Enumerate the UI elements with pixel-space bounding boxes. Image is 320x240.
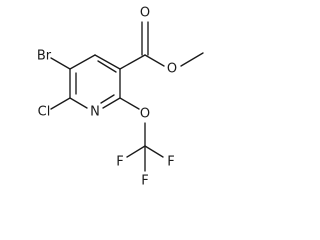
bond-ccarbonyl-oester (144, 54, 165, 67)
bond-c2-n (102, 97, 121, 109)
atom-f-left: F (116, 155, 123, 170)
atom-o-ester: O (167, 62, 177, 77)
bond-c4-c3 (94, 54, 121, 70)
atom-f-bottom: F (141, 174, 148, 189)
bond-c4-c3-inner (97, 60, 117, 73)
bond-cf3-fright (144, 145, 164, 158)
bond-c5-br (50, 57, 71, 70)
bond-cf3-fleft (126, 145, 146, 158)
bond-c2-n-inner (100, 94, 115, 104)
atom-o-ether: O (140, 107, 150, 122)
atom-br: Br (37, 49, 52, 64)
bond-c3-ccarbonyl (119, 54, 146, 70)
atom-f-right: F (167, 155, 174, 170)
atom-cl: Cl (38, 105, 51, 120)
chemical-structure: Br Cl N O O O F F F (37, 6, 204, 189)
atom-o-carbonyl: O (140, 6, 150, 21)
atom-n: N (90, 105, 100, 120)
bond-c6-cl (50, 97, 71, 110)
bond-n-c6 (69, 97, 88, 109)
bond-c2-oether (119, 97, 140, 110)
bond-oester-methyl (180, 52, 204, 67)
pyridine-ring (69, 54, 121, 109)
bond-c5-c4 (69, 54, 96, 70)
